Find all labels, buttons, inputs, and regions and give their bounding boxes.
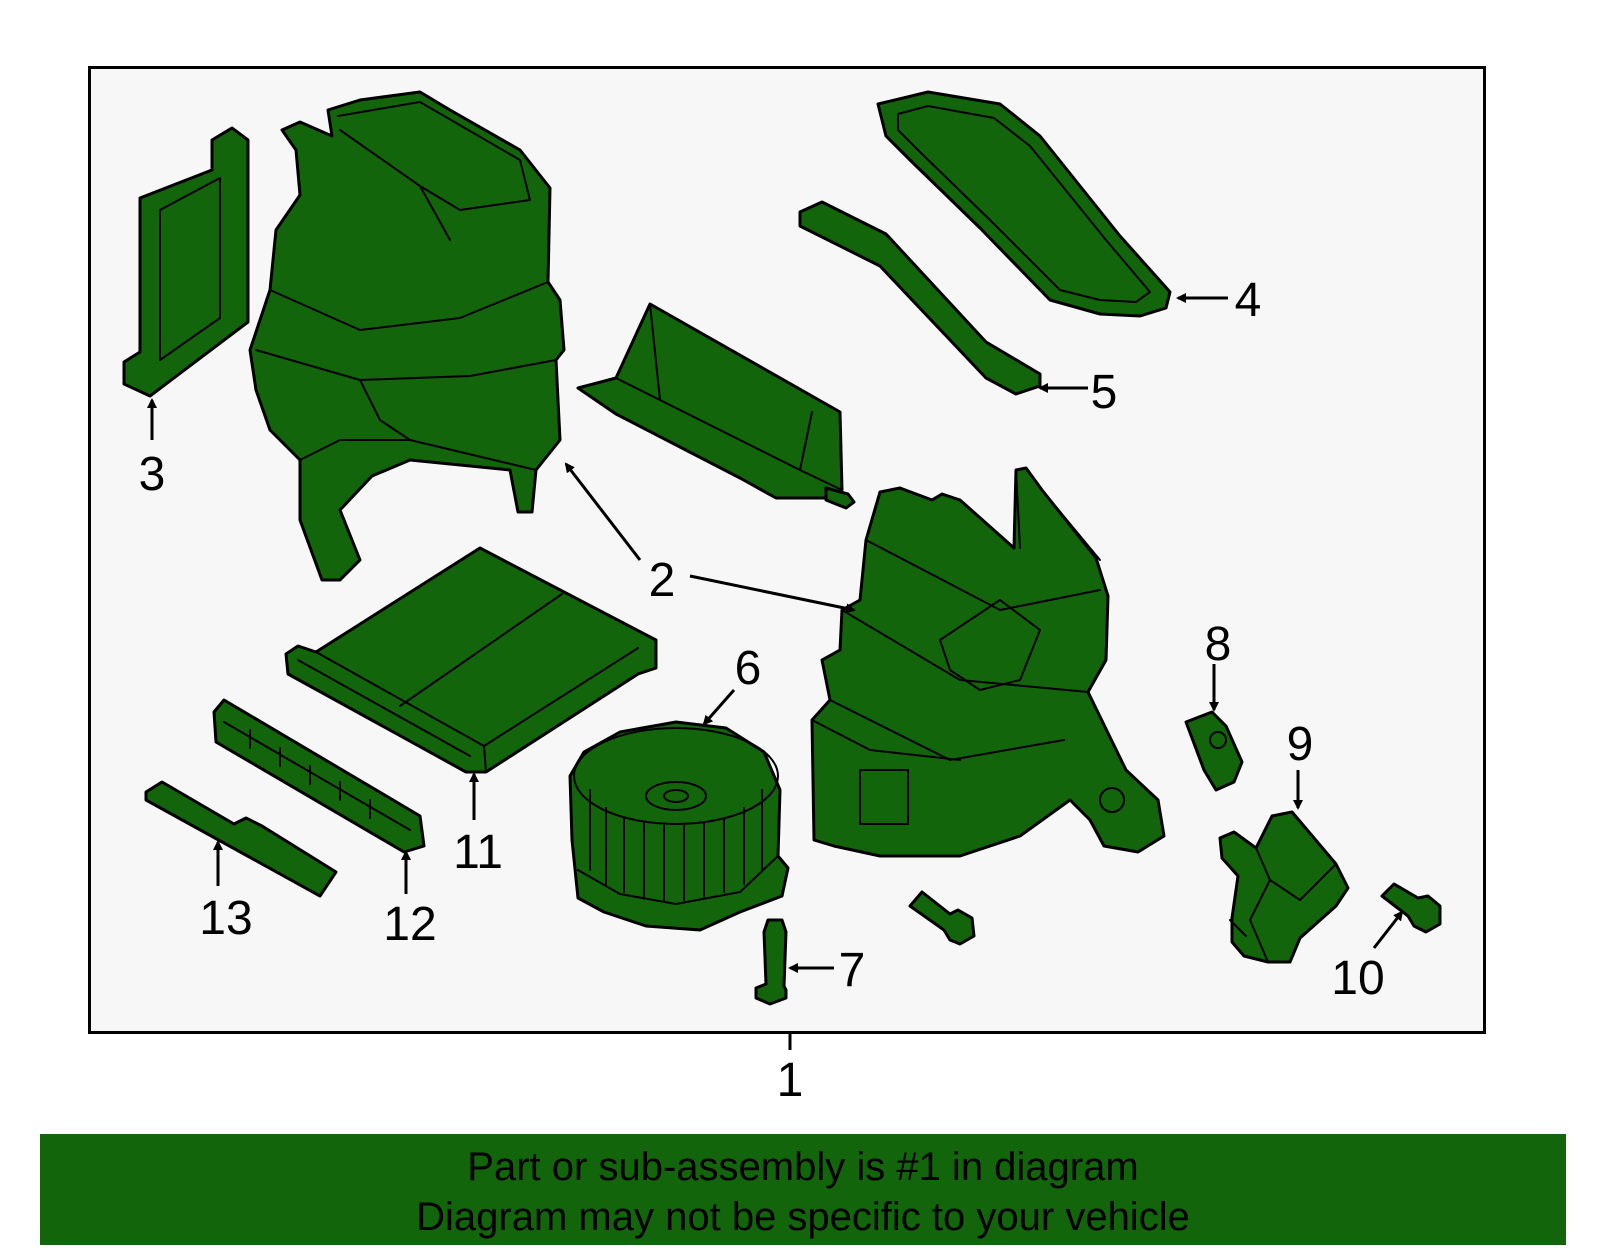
part-12-shape — [212, 698, 426, 854]
callout-2: 2 — [649, 554, 676, 607]
part-8-sensor — [1184, 710, 1244, 792]
callout-11: 11 — [453, 826, 503, 879]
part-13-foam-strip — [144, 780, 338, 898]
callout-7: 7 — [839, 944, 866, 997]
part-3-shape — [122, 126, 250, 398]
part-10-shape — [1380, 882, 1442, 934]
callout-labels: 1 2 3 4 5 6 7 8 9 10 11 12 13 — [139, 274, 1385, 1107]
note-banner: Part or sub-assembly is #1 in diagram Di… — [40, 1134, 1566, 1245]
leader-2a — [564, 462, 642, 561]
callout-10: 10 — [1331, 952, 1384, 1005]
leader-2b — [689, 574, 856, 614]
part-7-shape — [754, 918, 788, 1006]
part-11-shape — [284, 546, 658, 774]
part-10-screw — [1380, 882, 1442, 934]
part-3-side-panel — [122, 126, 250, 398]
part-4-shape — [876, 90, 1172, 318]
part-6-blower-motor — [568, 720, 790, 932]
callout-1: 1 — [777, 1054, 804, 1107]
note-line-2: Diagram may not be specific to your vehi… — [416, 1195, 1190, 1239]
callout-5: 5 — [1091, 366, 1118, 419]
callout-3: 3 — [139, 448, 166, 501]
callout-4: 4 — [1235, 274, 1262, 327]
part-11-filter-cartridge — [284, 546, 658, 774]
screw — [908, 890, 976, 946]
part-9-actuator — [1218, 810, 1350, 964]
part-4-seal — [876, 90, 1172, 318]
callout-8: 8 — [1205, 618, 1232, 671]
leader-6 — [702, 689, 736, 726]
note-line-1: Part or sub-assembly is #1 in diagram — [467, 1145, 1139, 1189]
filter-panel — [576, 302, 856, 510]
part-2-housing-lower — [810, 466, 1166, 858]
part-2-housing-upper — [248, 90, 566, 582]
part-6-shape — [568, 720, 790, 932]
part-12-frame-strip — [212, 698, 426, 854]
callout-leaders — [147, 293, 1404, 1050]
part-2-upper-shape — [248, 90, 566, 582]
part-9-shape — [1218, 810, 1350, 964]
callout-13: 13 — [199, 892, 252, 945]
callout-6: 6 — [735, 642, 762, 695]
callout-9: 9 — [1287, 718, 1314, 771]
filter-panel-shape — [576, 302, 844, 500]
part-7-bolt — [754, 918, 788, 1006]
part-8-shape — [1184, 710, 1244, 792]
callout-12: 12 — [383, 898, 436, 951]
part-13-shape — [144, 780, 338, 898]
leader-10 — [1372, 910, 1404, 949]
part-2-lower-shape — [810, 466, 1166, 858]
